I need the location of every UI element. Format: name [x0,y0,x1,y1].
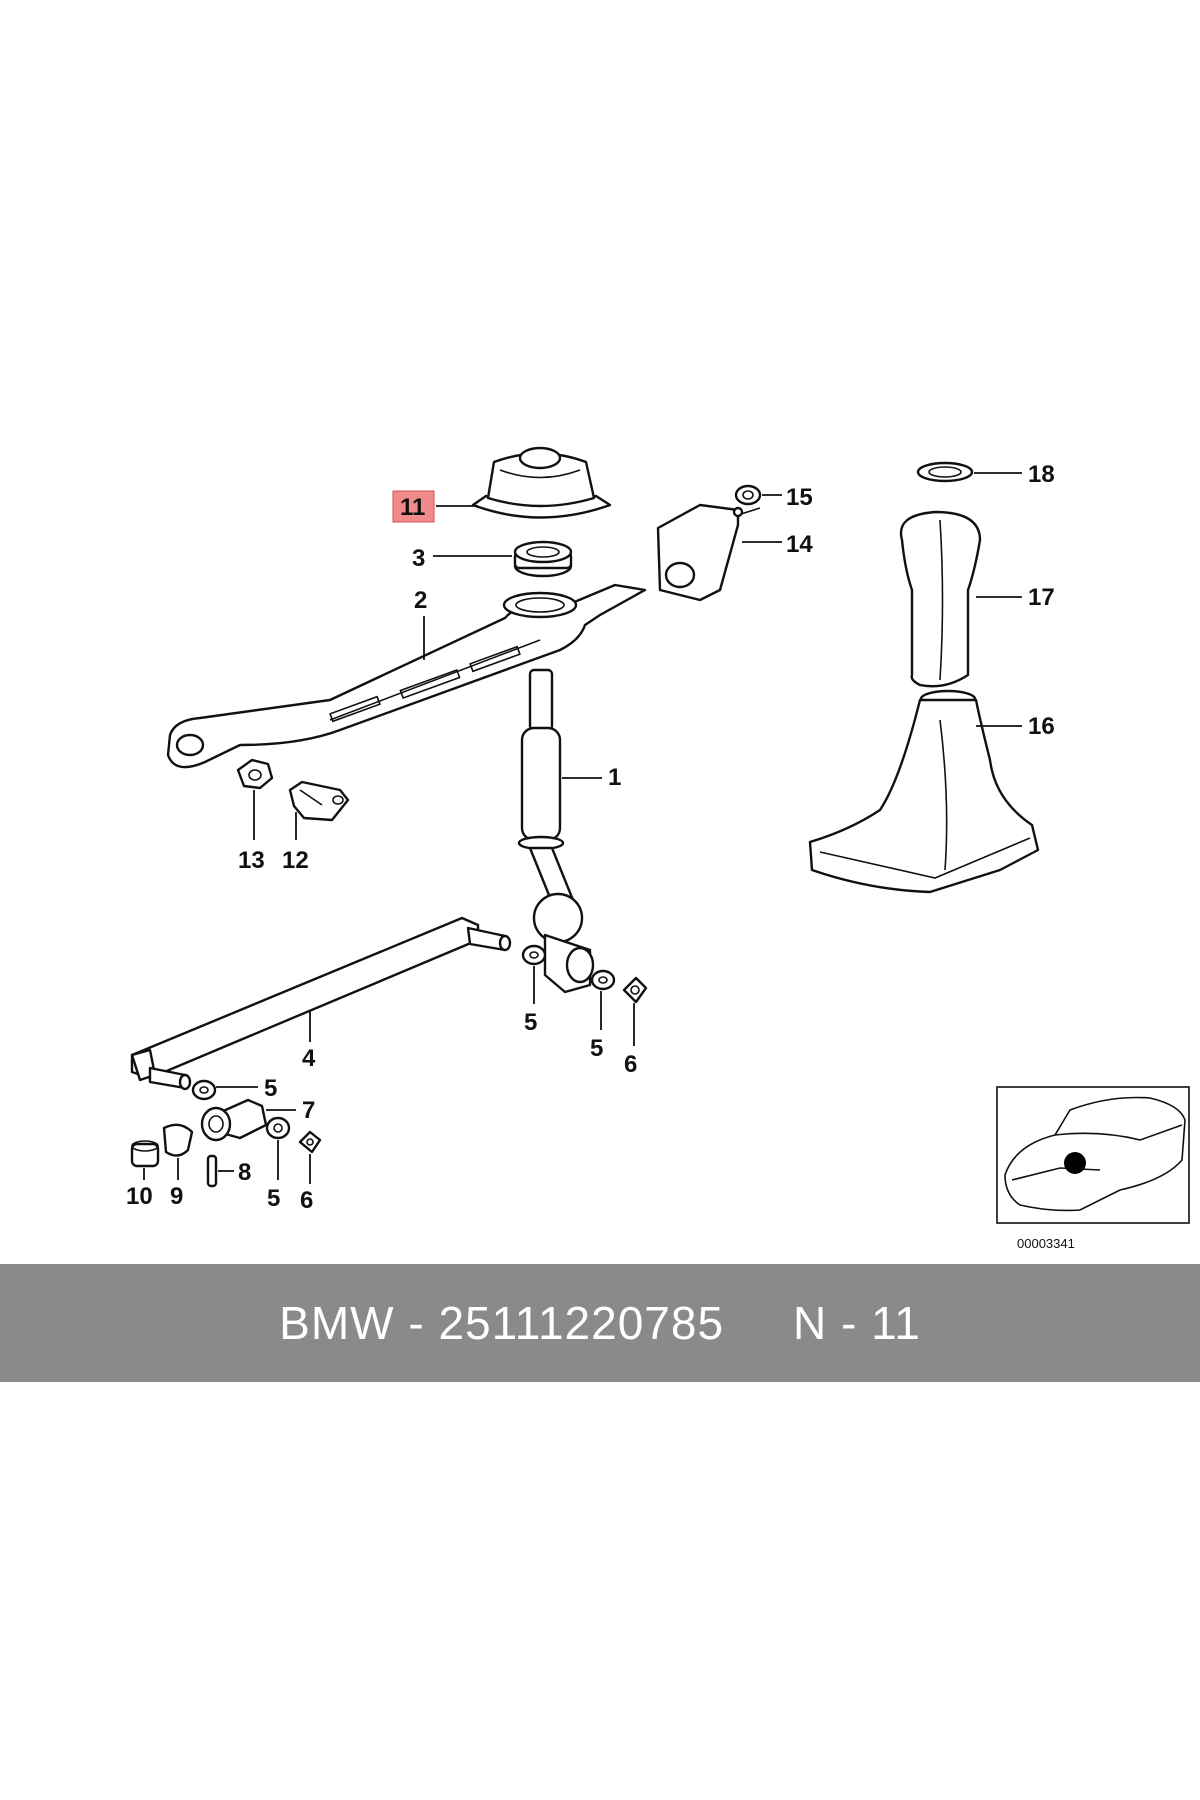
callout-17: 17 [1028,584,1055,611]
part-1-shift-rod [517,668,595,994]
part-3-bushing [513,540,573,578]
part-6-clip-a [622,976,648,1004]
footer-title: BMW - 25111220785 N - 11 [279,1296,921,1350]
callout-16: 16 [1028,713,1055,740]
footer-brand: BMW [279,1297,395,1349]
callout-6b: 6 [300,1187,313,1214]
part-2-lever-arm [166,583,647,769]
callout-18: 18 [1028,461,1055,488]
callout-10: 10 [126,1183,153,1210]
callout-2: 2 [414,587,427,614]
part-16-gaiter [808,689,1040,894]
callout-14: 14 [786,531,813,558]
part-4-selector-rod [130,916,512,1091]
part-15-nut [734,484,762,506]
part-8-pin [206,1154,218,1188]
callout-5d: 5 [267,1185,280,1212]
callout-7: 7 [302,1097,315,1124]
callout-12: 12 [282,847,309,874]
callout-3: 3 [412,545,425,572]
vehicle-locator-inset [996,1086,1190,1224]
callout-9: 9 [170,1183,183,1210]
part-5-washer-b [590,969,616,991]
callout-6a: 6 [624,1051,637,1078]
footer-band: BMW - 25111220785 N - 11 [0,1264,1200,1382]
callout-5b: 5 [590,1035,603,1062]
footer-part-number: 25111220785 [438,1297,725,1349]
inset-code: 00003341 [1017,1236,1075,1251]
part-12-clip [288,780,350,822]
callout-11: 11 [400,494,425,521]
callout-8: 8 [238,1159,251,1186]
part-5-washer-a [521,944,547,966]
parts-diagram: 11 3 2 15 14 [126,446,1190,1251]
part-9-clip [162,1123,194,1157]
part-14-bracket [656,503,761,602]
callout-5c: 5 [264,1075,277,1102]
callout-11-highlight [392,490,435,523]
part-5-washer-c [191,1079,217,1101]
callout-5a: 5 [524,1009,537,1036]
part-11-boot [471,446,612,519]
callout-13: 13 [238,847,265,874]
callout-15: 15 [786,484,813,511]
part-18-emblem [916,461,974,483]
part-10-bushing [130,1140,160,1168]
footer-reference: N - 11 [792,1297,921,1349]
part-13-nut [236,758,274,790]
part-5-washer-d [265,1116,291,1140]
part-6-clip-b [298,1130,322,1154]
callout-4: 4 [302,1045,316,1072]
part-7-joint [200,1098,268,1142]
callout-1: 1 [608,764,621,791]
footer-gap [724,1297,793,1349]
footer-separator: - [394,1297,439,1349]
part-17-shift-knob [899,510,982,688]
